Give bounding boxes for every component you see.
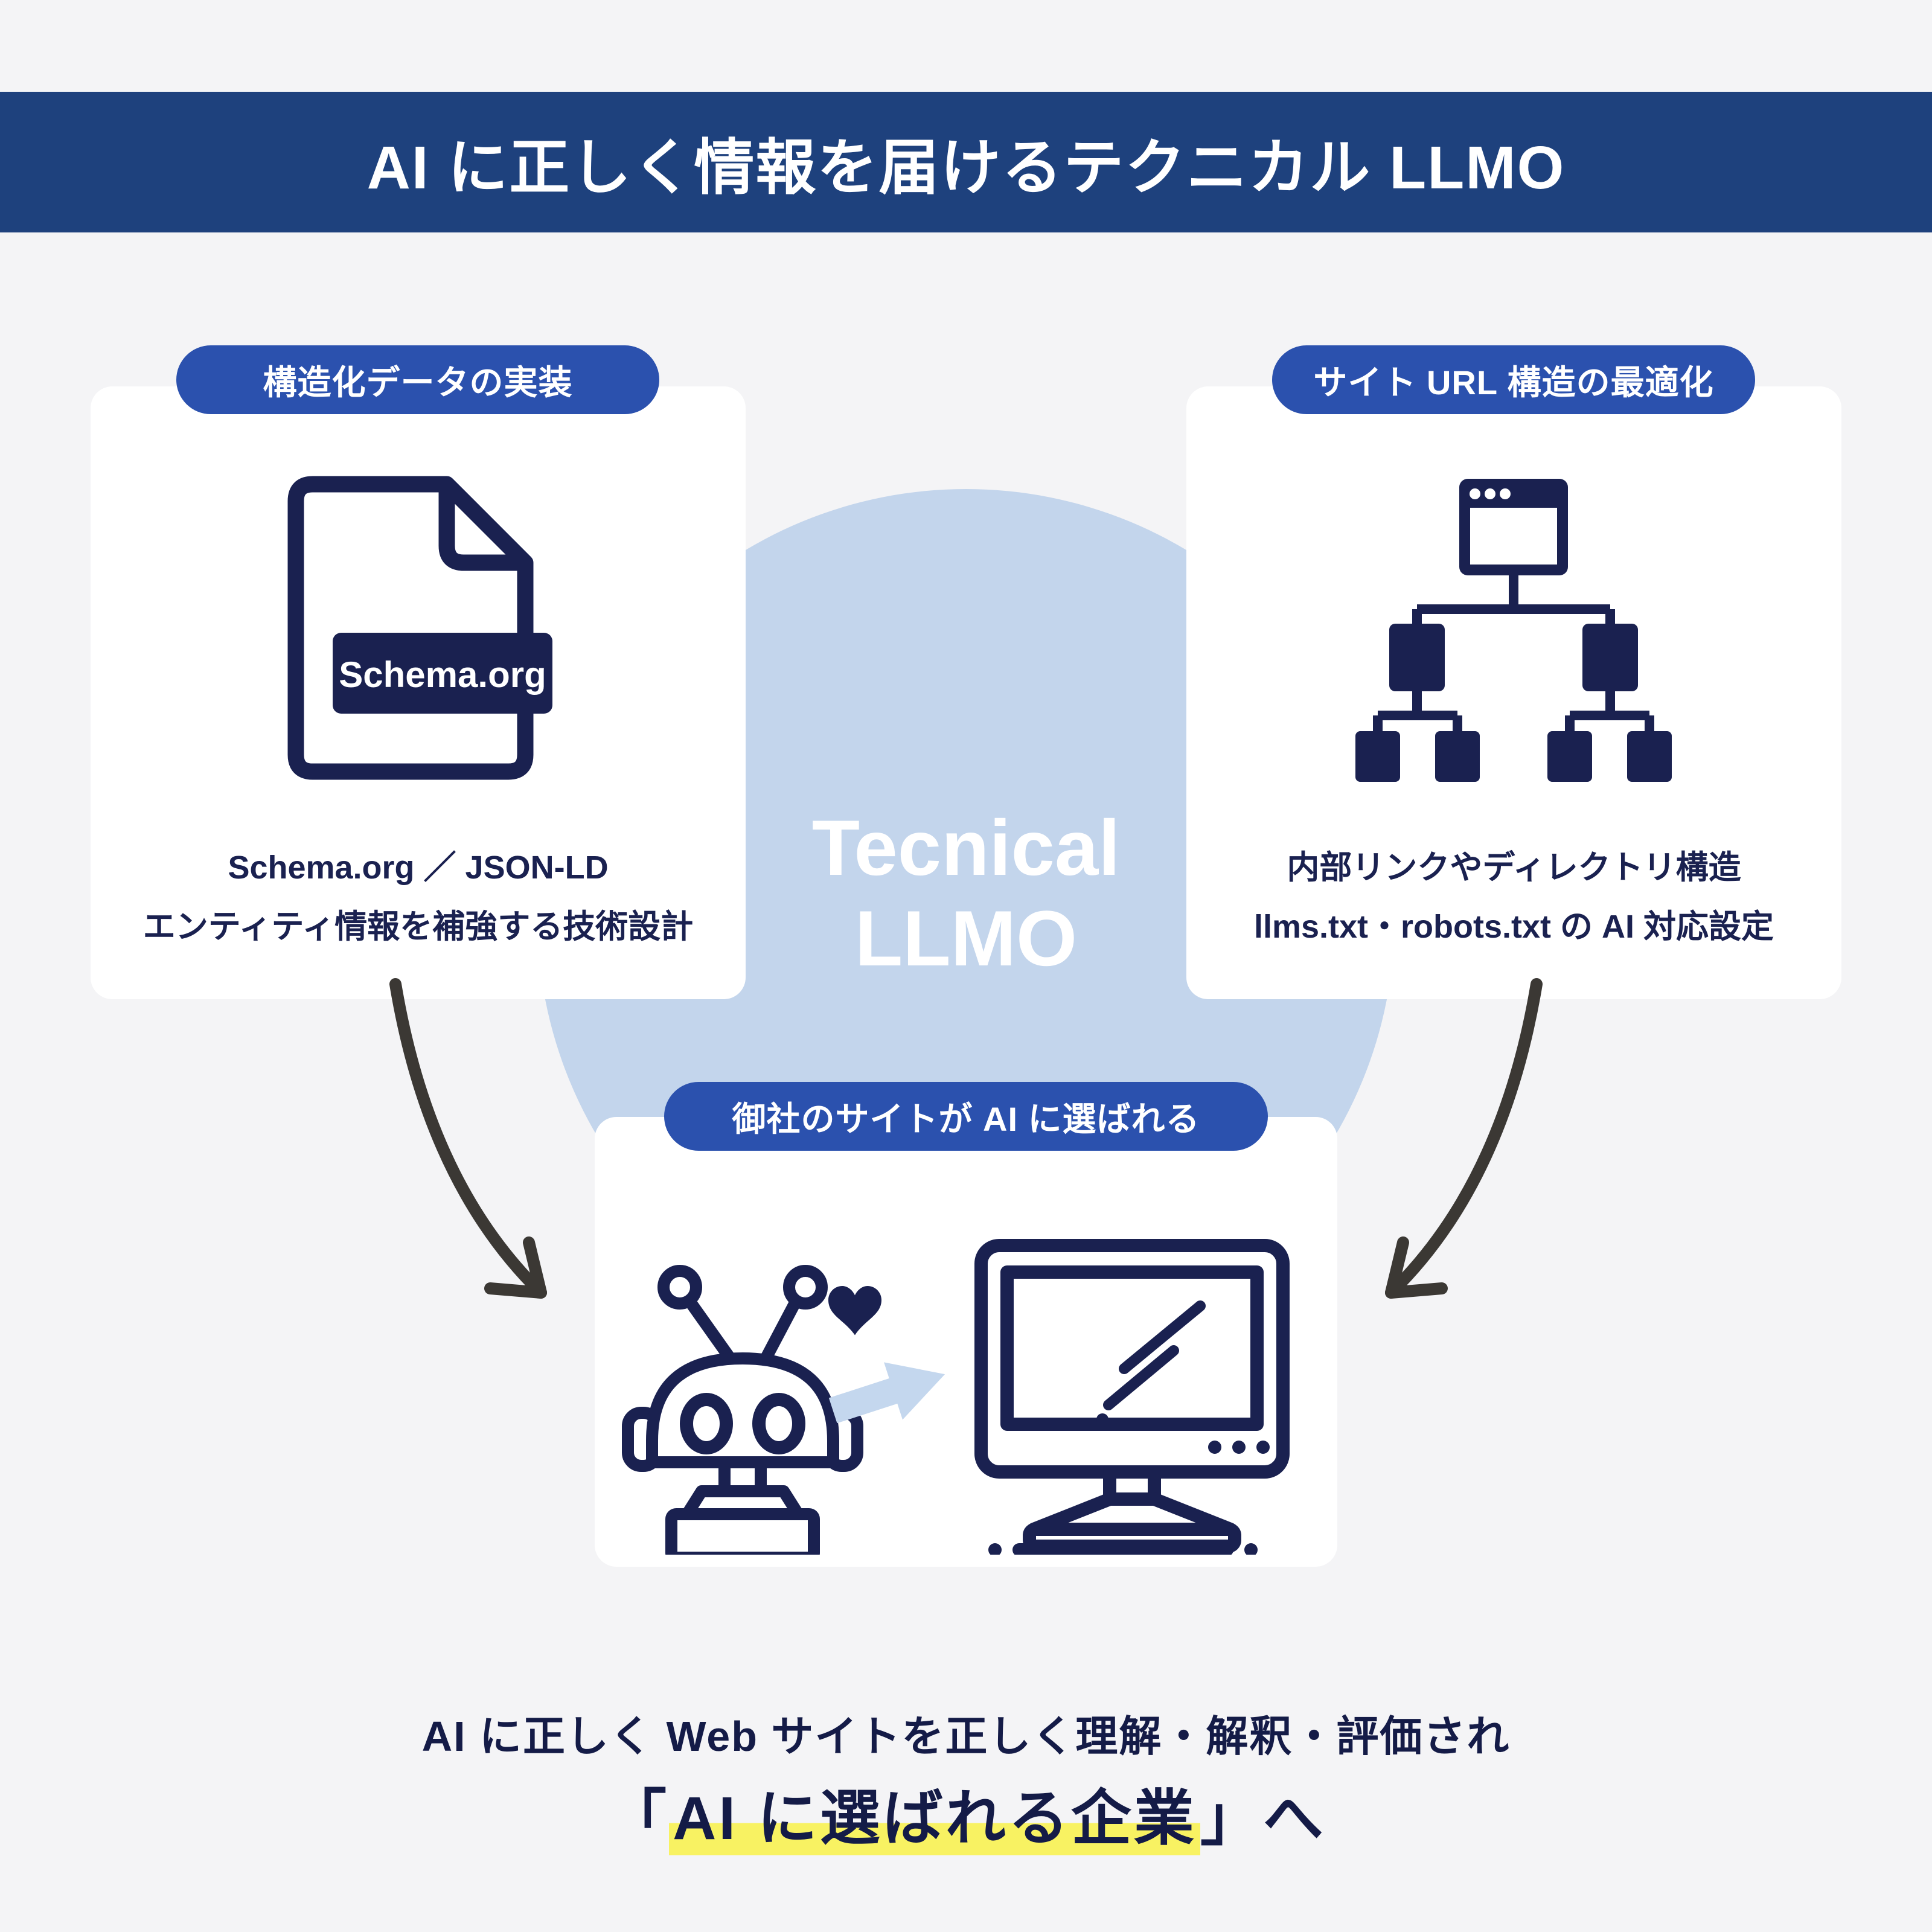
structured-data-description: Schema.org ／ JSON-LD エンティティ情報を補強する技術設計 [91, 838, 746, 956]
center-circle-label: Tecnical LLMO [664, 803, 1268, 984]
footer-line2: 「AI に選ばれる企業」へ [0, 1769, 1932, 1858]
center-label-line2: LLMO [854, 894, 1078, 982]
robot-icon [622, 1265, 863, 1555]
schema-label-plate [333, 633, 552, 714]
schema-label-text: Schema.org [339, 654, 546, 695]
badge-result-label: 御社のサイトが AI に選ばれる [732, 1099, 1200, 1138]
result-illustration [622, 1239, 1290, 1555]
structured-data-desc-line1: Schema.org ／ JSON-LD [228, 849, 609, 886]
site-url-desc-line2: llms.txt・robots.txt の AI 対応設定 [1253, 909, 1774, 945]
footer-line2-close: 」へ [1200, 1785, 1326, 1852]
center-label-line1: Tecnical [811, 804, 1121, 892]
arrow-right-icon [828, 1362, 945, 1424]
site-url-description: 内部リンクやディレクトリ構造 llms.txt・robots.txt の AI … [1186, 838, 1841, 956]
schema-document-icon: Schema.org [287, 476, 552, 780]
footer-highlighted-phrase: AI に選ばれる企業 [669, 1785, 1200, 1858]
badge-site-url-label: サイト URL 構造の最適化 [1313, 363, 1714, 401]
badge-result: 御社のサイトが AI に選ばれる [664, 1082, 1268, 1151]
curved-arrow-left-icon [389, 978, 547, 1299]
page-title: AI に正しく情報を届けるテクニカル LLMO [366, 134, 1566, 202]
footer-line2-open: 「 [606, 1785, 670, 1852]
badge-structured-data-label: 構造化データの実装 [263, 363, 573, 401]
site-url-desc-line1: 内部リンクやディレクトリ構造 [1287, 849, 1741, 886]
footer-line1: AI に正しく Web サイトを正しく理解・解釈・評価され [421, 1713, 1511, 1760]
header-banner: AI に正しく情報を届けるテクニカル LLMO [0, 92, 1932, 232]
monitor-icon [974, 1239, 1290, 1555]
badge-structured-data: 構造化データの実装 [176, 345, 659, 414]
structured-data-desc-line2: エンティティ情報を補強する技術設計 [142, 909, 694, 945]
heart-icon [828, 1286, 881, 1335]
sitemap-icon [1355, 479, 1672, 782]
curved-arrow-right-icon [1385, 978, 1543, 1299]
badge-site-url: サイト URL 構造の最適化 [1272, 345, 1755, 414]
